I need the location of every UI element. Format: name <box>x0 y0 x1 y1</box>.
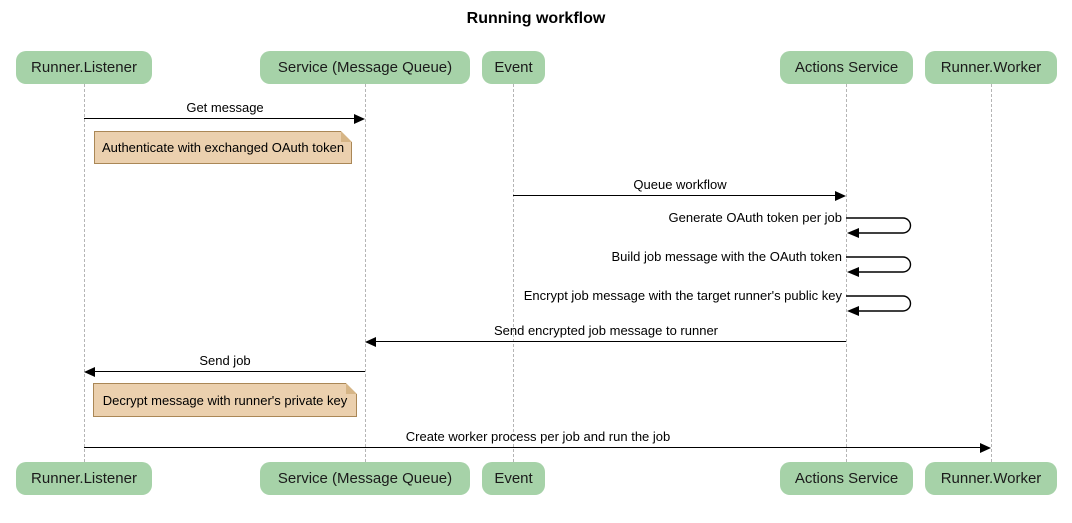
lifeline-event <box>513 84 514 462</box>
participant-event-top: Event <box>482 51 545 84</box>
arrowhead-right-icon <box>980 443 991 453</box>
note-text: Authenticate with exchanged OAuth token <box>101 140 345 155</box>
message-label: Generate OAuth token per job <box>668 210 842 225</box>
diagram-title: Running workflow <box>466 10 606 27</box>
self-message-loop-icon <box>846 295 912 316</box>
note-fold-icon <box>346 383 357 394</box>
participant-label: Event <box>494 59 533 76</box>
participant-actions-service-bottom: Actions Service <box>780 462 913 495</box>
arrowhead-left-icon <box>84 367 95 377</box>
message-label: Queue workflow <box>633 177 727 192</box>
message-line <box>84 118 355 120</box>
participant-label: Runner.Listener <box>31 59 137 76</box>
message-label: Send job <box>199 353 251 368</box>
message-line <box>376 341 846 343</box>
lifeline-runner-listener <box>84 84 85 462</box>
message-label: Get message <box>186 100 264 115</box>
participant-runner-worker-bottom: Runner.Worker <box>925 462 1057 495</box>
arrowhead-right-icon <box>354 114 365 124</box>
message-line <box>95 371 365 373</box>
participant-runner-listener-bottom: Runner.Listener <box>16 462 152 495</box>
note-authenticate: Authenticate with exchanged OAuth token <box>94 131 352 164</box>
participant-label: Actions Service <box>794 59 899 76</box>
lifeline-runner-worker <box>991 84 992 462</box>
participant-label: Actions Service <box>794 470 899 487</box>
participant-runner-listener-top: Runner.Listener <box>16 51 152 84</box>
arrowhead-left-icon <box>365 337 376 347</box>
note-decrypt: Decrypt message with runner's private ke… <box>93 383 357 417</box>
self-message-loop-icon <box>846 217 912 238</box>
note-text: Decrypt message with runner's private ke… <box>102 392 348 408</box>
participant-label: Event <box>494 470 533 487</box>
participant-event-bottom: Event <box>482 462 545 495</box>
message-label: Encrypt job message with the target runn… <box>523 288 842 303</box>
participant-label: Runner.Listener <box>31 470 137 487</box>
participant-label: Runner.Worker <box>940 470 1042 487</box>
participant-label: Service (Message Queue) <box>277 470 453 487</box>
message-label: Create worker process per job and run th… <box>405 429 671 444</box>
participant-service-message-queue-bottom: Service (Message Queue) <box>260 462 470 495</box>
message-label: Build job message with the OAuth token <box>611 249 842 264</box>
lifeline-service-message-queue <box>365 84 366 462</box>
message-label: Send encrypted job message to runner <box>493 323 719 338</box>
self-message-loop-icon <box>846 256 912 277</box>
participant-label: Runner.Worker <box>940 59 1042 76</box>
message-line <box>513 195 836 197</box>
note-fold-icon <box>341 131 352 142</box>
message-line <box>84 447 980 449</box>
lifeline-actions-service <box>846 84 847 462</box>
participant-label: Service (Message Queue) <box>277 59 453 76</box>
participant-service-message-queue-top: Service (Message Queue) <box>260 51 470 84</box>
arrowhead-right-icon <box>835 191 846 201</box>
participant-actions-service-top: Actions Service <box>780 51 913 84</box>
participant-runner-worker-top: Runner.Worker <box>925 51 1057 84</box>
